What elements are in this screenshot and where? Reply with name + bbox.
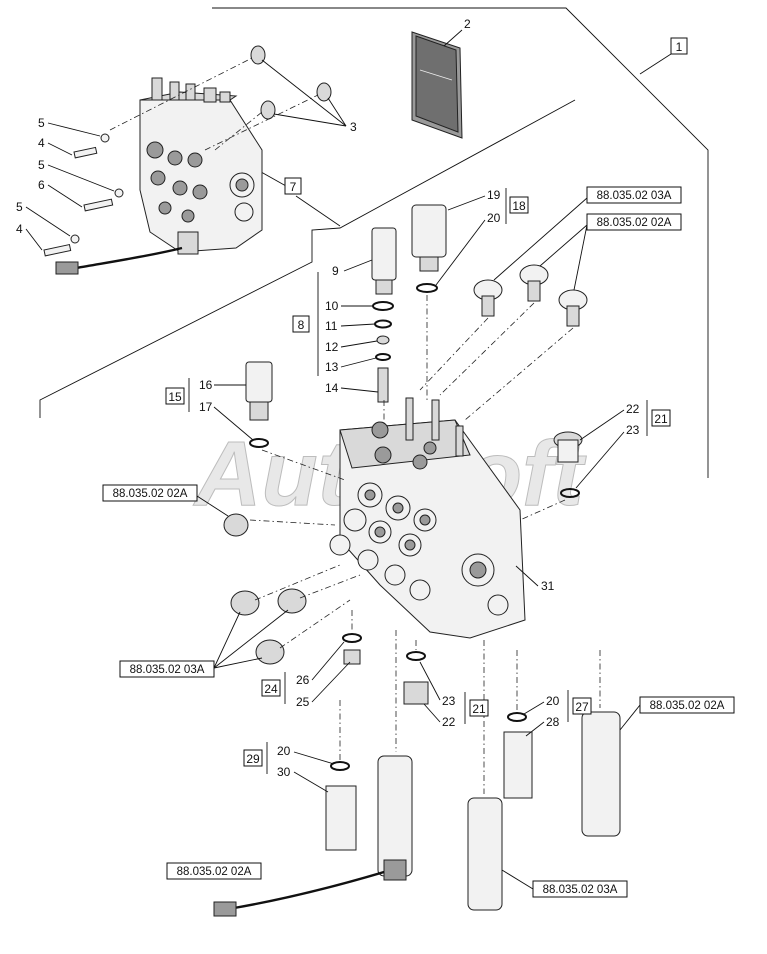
callout-29: 29 bbox=[243, 742, 268, 774]
svg-text:6: 6 bbox=[38, 178, 45, 192]
svg-text:2: 2 bbox=[464, 17, 471, 31]
reference-box-2: 88.035.02 02A bbox=[539, 213, 682, 291]
svg-text:12: 12 bbox=[325, 340, 339, 354]
svg-text:23: 23 bbox=[626, 423, 640, 437]
svg-text:11: 11 bbox=[325, 319, 338, 333]
svg-text:9: 9 bbox=[332, 264, 339, 278]
svg-text:17: 17 bbox=[199, 400, 213, 414]
callout-24: 24 bbox=[261, 672, 286, 704]
assembled-valve-illustration bbox=[55, 77, 263, 275]
svg-text:24: 24 bbox=[264, 682, 278, 696]
svg-text:88.035.02 02A: 88.035.02 02A bbox=[113, 488, 188, 500]
sensor-fittings bbox=[419, 264, 588, 421]
plug-22-upper bbox=[519, 431, 583, 521]
svg-text:88.035.02 03A: 88.035.02 03A bbox=[543, 884, 618, 896]
assembly-outline-lines bbox=[39, 7, 709, 478]
svg-text:13: 13 bbox=[325, 360, 339, 374]
main-valve-body bbox=[329, 397, 526, 639]
plug-19 bbox=[411, 204, 447, 400]
svg-text:8: 8 bbox=[298, 318, 305, 332]
svg-text:21: 21 bbox=[654, 412, 668, 426]
svg-text:23: 23 bbox=[442, 694, 456, 708]
svg-text:16: 16 bbox=[199, 378, 213, 392]
callout-21-upper: 21 bbox=[646, 400, 671, 436]
svg-text:20: 20 bbox=[487, 211, 501, 225]
svg-text:14: 14 bbox=[325, 381, 339, 395]
svg-text:18: 18 bbox=[512, 199, 526, 213]
reference-box-7: 88.035.02 03A bbox=[501, 869, 628, 898]
svg-text:10: 10 bbox=[325, 299, 339, 313]
svg-text:5: 5 bbox=[38, 116, 45, 130]
svg-text:88.035.02 02A: 88.035.02 02A bbox=[597, 217, 672, 229]
svg-text:5: 5 bbox=[38, 158, 45, 172]
svg-text:22: 22 bbox=[442, 715, 456, 729]
reference-box-3: 88.035.02 02A bbox=[102, 484, 229, 517]
callout-15: 15 bbox=[165, 378, 190, 412]
operator-manual bbox=[411, 31, 463, 139]
reference-box-4: 88.035.02 03A bbox=[119, 609, 289, 678]
svg-text:20: 20 bbox=[277, 744, 291, 758]
svg-text:88.035.02 03A: 88.035.02 03A bbox=[597, 190, 672, 202]
svg-text:26: 26 bbox=[296, 673, 310, 687]
svg-text:19: 19 bbox=[487, 188, 501, 202]
svg-text:30: 30 bbox=[277, 765, 291, 779]
svg-text:28: 28 bbox=[546, 715, 560, 729]
svg-text:88.035.02 02A: 88.035.02 02A bbox=[177, 866, 252, 878]
svg-text:20: 20 bbox=[546, 694, 560, 708]
reference-box-6: 88.035.02 02A bbox=[166, 862, 262, 880]
svg-text:7: 7 bbox=[290, 180, 297, 194]
svg-text:88.035.02 02A: 88.035.02 02A bbox=[650, 700, 725, 712]
svg-text:1: 1 bbox=[676, 40, 683, 54]
relief-valve-stack bbox=[371, 227, 397, 425]
svg-text:88.035.02 03A: 88.035.02 03A bbox=[130, 664, 205, 676]
svg-text:5: 5 bbox=[16, 200, 23, 214]
svg-text:31: 31 bbox=[541, 579, 555, 593]
svg-text:4: 4 bbox=[38, 136, 45, 150]
valve-16 bbox=[245, 361, 346, 481]
callout-labels: 2 3 5 4 5 6 5 4 19 20 9 10 11 12 13 14 1… bbox=[16, 17, 640, 793]
callout-1: 1 bbox=[639, 37, 688, 75]
svg-text:22: 22 bbox=[626, 402, 640, 416]
reference-box-1: 88.035.02 03A bbox=[493, 186, 682, 281]
svg-text:3: 3 bbox=[350, 120, 357, 134]
callout-27: 27 bbox=[567, 690, 592, 722]
sleeve-parts bbox=[109, 45, 332, 151]
svg-text:21: 21 bbox=[472, 702, 486, 716]
svg-text:27: 27 bbox=[575, 700, 589, 714]
left-caps bbox=[223, 513, 361, 665]
reference-box-5: 88.035.02 02A bbox=[619, 696, 735, 731]
svg-text:15: 15 bbox=[168, 390, 182, 404]
svg-text:29: 29 bbox=[246, 752, 260, 766]
callout-18: 18 bbox=[505, 188, 529, 224]
callout-8: 8 bbox=[292, 272, 319, 376]
svg-text:25: 25 bbox=[296, 695, 310, 709]
bolt-parts bbox=[43, 133, 124, 257]
svg-text:4: 4 bbox=[16, 222, 23, 236]
callout-21-lower: 21 bbox=[464, 692, 489, 724]
bottom-parts bbox=[213, 610, 621, 917]
callout-7: 7 bbox=[284, 177, 302, 195]
